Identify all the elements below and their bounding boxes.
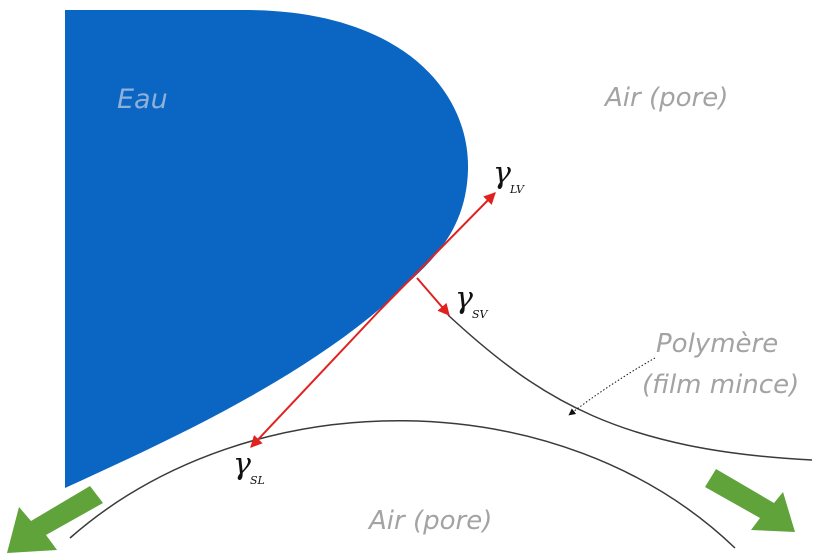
gamma-sv-symbol: γ <box>455 281 473 316</box>
water-droplet <box>65 10 468 488</box>
water-label: Eau <box>117 84 168 115</box>
air-bottom-label: Air (pore) <box>367 506 492 536</box>
gamma-sl-symbol: γ <box>233 447 251 482</box>
gamma-sl-subscript: SL <box>250 474 265 487</box>
gamma-sv-subscript: SV <box>472 308 489 321</box>
polymer-label-line2: (film mince) <box>642 370 799 400</box>
gamma-lv-symbol: γ <box>493 156 511 191</box>
flow-arrow-right-icon <box>705 469 795 532</box>
polymer-label-line1: Polymère <box>656 329 778 359</box>
gamma-lv-subscript: LV <box>509 183 525 196</box>
tension-vector-sv <box>417 278 449 315</box>
air-top-label: Air (pore) <box>603 83 728 113</box>
flow-arrow-left-icon <box>7 486 103 553</box>
